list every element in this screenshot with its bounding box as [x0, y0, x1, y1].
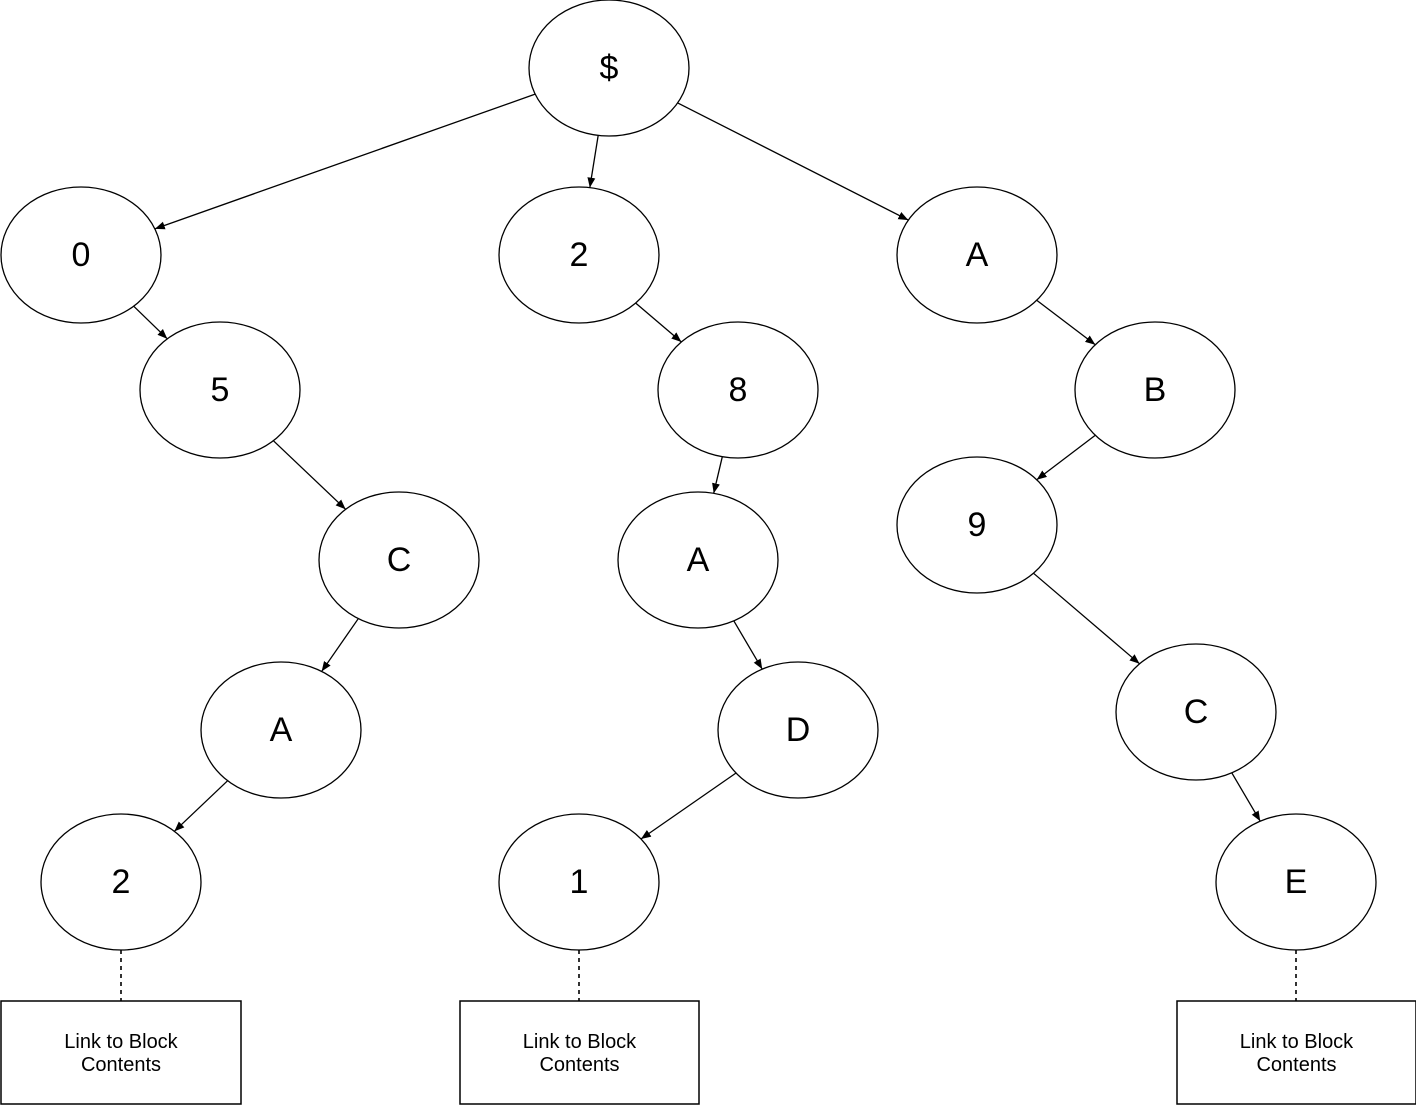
- node-ellipse: [0, 186, 162, 324]
- node-ellipse: [657, 321, 819, 459]
- node-ellipse: [40, 813, 202, 951]
- edge-arrow-root-to-n0: [154, 93, 536, 230]
- edge-arrow-nA3-to-nB: [1036, 299, 1096, 346]
- node-label: 8: [729, 371, 748, 409]
- node-ellipse: [1215, 813, 1377, 951]
- edge-arrow-n2b-to-n8: [635, 302, 682, 343]
- node-label: A: [966, 236, 989, 274]
- tree-node-nA1: A: [200, 661, 362, 799]
- edge-arrow-n0-to-n5: [133, 305, 168, 340]
- edge-arrow-root-to-n2b: [587, 135, 599, 188]
- tree-node-nC1: C: [318, 491, 480, 629]
- tree-node-n5: 5: [139, 321, 301, 459]
- tree-node-n0: 0: [0, 186, 162, 324]
- edge-arrow-nA1-to-n2a: [173, 780, 229, 832]
- link-box-label-line2: Contents: [539, 1054, 619, 1076]
- node-ellipse: [896, 186, 1058, 324]
- edge-arrow-nC1-to-nA1: [321, 618, 359, 672]
- link-box-rect: [0, 1000, 242, 1105]
- node-label: 5: [211, 371, 230, 409]
- tree-node-nB: B: [1074, 321, 1236, 459]
- tree-node-n8: 8: [657, 321, 819, 459]
- node-label: B: [1144, 371, 1167, 409]
- tree-node-n2a: 2: [40, 813, 202, 951]
- tree-node-n1: 1: [498, 813, 660, 951]
- node-label: C: [1184, 693, 1209, 731]
- edge-arrow-n9-to-nC2: [1033, 572, 1140, 665]
- edges-layer: [133, 93, 1261, 840]
- node-label: D: [786, 711, 811, 749]
- node-ellipse: [617, 491, 779, 629]
- link-box-label-line2: Contents: [1256, 1054, 1336, 1076]
- link-box-label-line2: Contents: [81, 1054, 161, 1076]
- link-box-label-line1: Link to Block: [1240, 1031, 1354, 1053]
- link-box-label-line1: Link to Block: [523, 1031, 637, 1053]
- node-ellipse: [498, 186, 660, 324]
- edge-arrow-n5-to-nC1: [272, 440, 347, 510]
- node-label: 2: [570, 236, 589, 274]
- node-ellipse: [318, 491, 480, 629]
- edge-arrow-nB-to-n9: [1036, 434, 1096, 481]
- tree-node-nD: D: [717, 661, 879, 799]
- node-label: E: [1285, 863, 1308, 901]
- tree-node-n9: 9: [896, 456, 1058, 594]
- node-ellipse: [139, 321, 301, 459]
- tree-node-nA3: A: [896, 186, 1058, 324]
- node-label: 9: [968, 506, 987, 544]
- node-label: A: [687, 541, 710, 579]
- link-box-label-line1: Link to Block: [64, 1031, 178, 1053]
- edge-arrow-nC2-to-nE: [1231, 772, 1261, 822]
- tree-node-n2b: 2: [498, 186, 660, 324]
- node-ellipse: [528, 0, 690, 137]
- edge-arrow-root-to-nA3: [677, 102, 909, 221]
- edge-arrow-nA2-to-nD: [733, 620, 763, 670]
- node-ellipse: [717, 661, 879, 799]
- node-ellipse: [896, 456, 1058, 594]
- node-label: $: [600, 49, 619, 87]
- link-box-rect: [459, 1000, 700, 1105]
- tree-node-nC2: C: [1115, 643, 1277, 781]
- node-label: 1: [570, 863, 589, 901]
- edge-arrow-nD-to-n1: [640, 772, 737, 840]
- tree-node-nE: E: [1215, 813, 1377, 951]
- node-label: 0: [72, 236, 91, 274]
- node-label: C: [387, 541, 412, 579]
- node-ellipse: [498, 813, 660, 951]
- node-ellipse: [1074, 321, 1236, 459]
- tree-node-nA2: A: [617, 491, 779, 629]
- link-box-rect: [1176, 1000, 1416, 1105]
- node-label: 2: [112, 863, 131, 901]
- node-label: A: [270, 711, 293, 749]
- node-ellipse: [1115, 643, 1277, 781]
- tree-node-root: $: [528, 0, 690, 137]
- node-ellipse: [200, 661, 362, 799]
- edge-arrow-n8-to-nA2: [712, 456, 723, 494]
